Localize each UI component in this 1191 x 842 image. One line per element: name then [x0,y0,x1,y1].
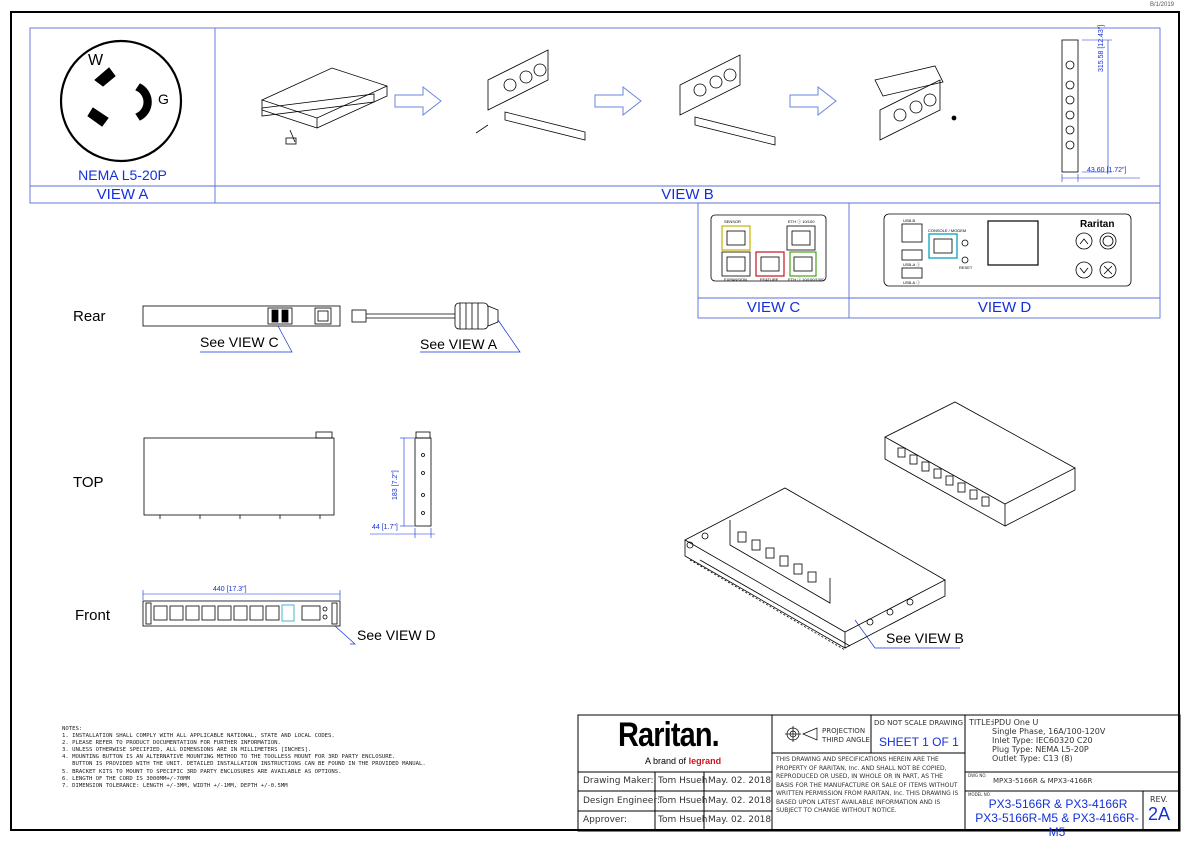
top-depth-dimension: 44 [1.7"] [372,524,398,531]
legrand-tagline: A brand of legrand [645,756,721,766]
bracket-height-dimension: 315.58 [12.43"] [1098,24,1105,72]
rear-view [142,302,499,330]
usb-b-label: USB-B [903,218,916,223]
install-step-1 [260,67,389,145]
note-item: 2. PLEASE REFER TO PRODUCT DOCUMENTATION… [62,740,281,747]
title-line: Inlet Type: IEC60320 C20 [992,736,1093,745]
eth-gigabit-port-label: ETH ⓘ 10/100/1000 [788,277,825,282]
note-item: BUTTON IS PROVIDED WITH THE UNIT. DETAIL… [62,761,426,768]
note-item: 3. UNLESS OTHERWISE SPECIFIED, ALL DIMEN… [62,747,312,754]
reset-label: RESET [959,265,973,270]
projection-label: PROJECTION [822,727,866,735]
title-label: TITLE: [969,718,994,727]
view-c-panel [710,214,827,282]
title-line: Single Phase, 16A/100-120V [992,727,1106,736]
note-item: 5. BRACKET KITS TO MOUNT TO SPECIFIC 3RD… [62,768,342,775]
tagline-brand: legrand [688,756,722,766]
projection-angle: THIRD ANGLE [822,736,870,744]
rev-label: REV. [1150,795,1168,804]
see-view-c-label: See VIEW C [200,334,279,350]
title-lines: iPDU One U Single Phase, 16A/100-120V In… [992,718,1105,763]
disclaimer: THIS DRAWING AND SPECIFICATIONS HEREIN A… [776,756,959,814]
title-block-grid [577,714,1181,832]
arrow-3 [789,85,837,117]
approver-role: Approver: [583,815,628,825]
rev-value: 2A [1148,804,1171,824]
title-line: Outlet Type: C13 (8) [992,754,1073,763]
notes-heading: NOTES: [62,726,83,732]
expansion-port-label: EXPANSION [724,277,748,282]
pin-g-label: G [158,91,169,107]
install-step-3 [679,54,776,146]
view-c-caption: VIEW C [746,299,801,316]
see-view-a-label: See VIEW A [420,336,498,352]
model-line-2: PX3-5166R-M5 & PX3-4166R-M5 [975,811,1139,839]
rear-label: Rear [73,308,106,325]
drawing-frame [10,11,1180,831]
nema-plug-face [59,39,183,163]
note-item: 4. MOUNTING BUTTON IS AN ALTERNATIVE MOU… [62,754,396,761]
design-engineer-name: Tom Hsueh [658,796,708,806]
drawing-maker-date: May. 02. 2018 [708,776,772,786]
front-label: Front [75,607,111,624]
design-engineer-role: Design Engineer: [583,796,660,806]
arrow-2 [594,85,642,117]
note-item: 7. DIMENSION TOLERANCE: LENGTH +/-3MM, W… [62,782,288,789]
install-step-2 [475,49,586,141]
dwg-no-label: DWG NO. [968,773,987,778]
bracket-side-view [1061,39,1079,173]
approver-date: May. 02. 2018 [708,815,772,825]
sheet-number: SHEET 1 OF 1 [879,735,959,749]
view-d-panel [883,213,1132,287]
model-line-1: PX3-5166R & PX3-4166R [988,797,1128,811]
pin-w-label: W [88,52,104,69]
top-label: TOP [73,474,104,491]
title-line: Plug Type: NEMA L5-20P [992,745,1089,754]
sensor-port-label: SENSOR [724,219,741,224]
top-view [143,431,432,527]
no-scale-note: DO NOT SCALE DRAWING [874,719,964,727]
bracket-width-dimension: 43.60 [1.72"] [1087,167,1127,174]
notes-block: NOTES:1. INSTALLATION SHALL COMPLY WITH … [62,726,426,790]
isometric-pdu [684,401,1076,651]
view-a-caption: VIEW A [96,186,149,203]
eth-port-label: ETH ⓘ 10/100 [788,219,815,224]
view-d-brand: Raritan [1080,219,1115,230]
usb-a2-label: USB-A ⓘ [903,280,921,285]
note-item: 6. LENGTH OF THE CORD IS 3000MM+/-70MM [62,775,190,782]
connector-label: NEMA L5-20P [78,167,167,183]
design-engineer-date: May. 02. 2018 [708,796,772,806]
view-b-caption: VIEW B [661,186,714,203]
raritan-logo: Raritan. [618,716,720,754]
projection-symbol [785,726,818,742]
install-step-4 [874,65,957,141]
arrow-1 [394,85,442,117]
approver-name: Tom Hsueh [658,815,708,825]
tagline-prefix: A brand of [645,756,687,766]
drawing-maker-name: Tom Hsueh [658,776,708,786]
see-view-b-label: See VIEW B [886,630,964,646]
drawing-maker-role: Drawing Maker: [583,776,654,786]
front-view [142,600,341,627]
model-no-label: MODEL NO. [968,792,991,797]
feature-port-label: FEATURE [760,277,779,282]
top-height-dimension: 183 [7.2"] [392,470,399,500]
usb-a1-label: USB-A ⓘ [903,262,921,267]
note-item: 1. INSTALLATION SHALL COMPLY WITH ALL AP… [62,733,335,740]
see-view-d-label: See VIEW D [357,627,436,643]
view-d-caption: VIEW D [977,299,1032,316]
console-label: CONSOLE / MODEM [928,228,967,233]
sheet-code: B/1/2019 [1150,2,1175,8]
title-line: iPDU One U [992,718,1039,727]
dwg-number: MPX3-5166R & MPX3-4166R [993,777,1093,785]
front-width-dimension: 440 [17.3"] [213,586,247,593]
